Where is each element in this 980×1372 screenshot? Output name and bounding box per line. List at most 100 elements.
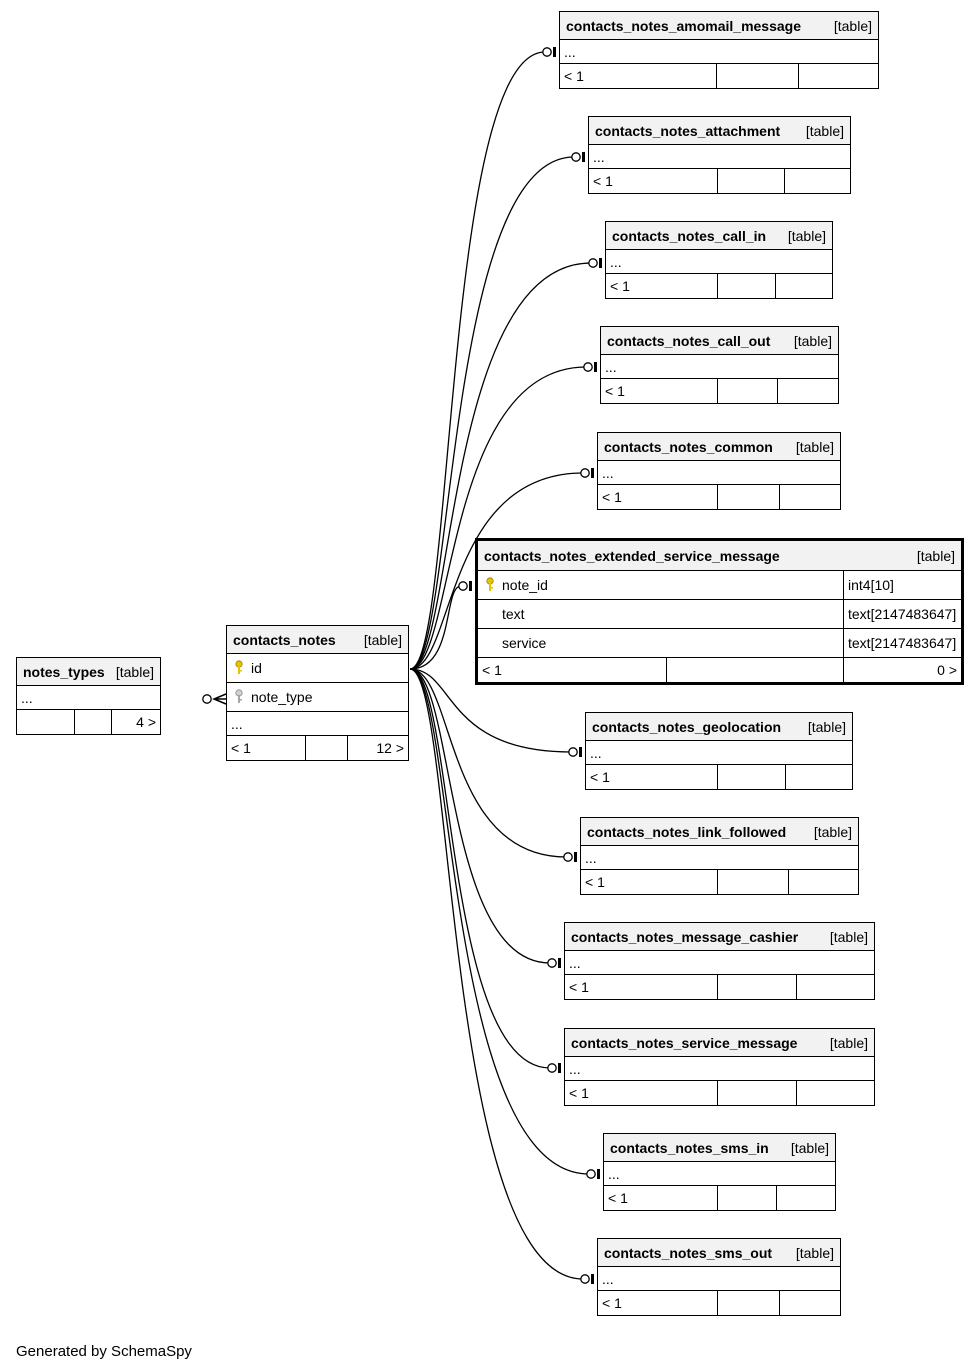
ellipsis: ... — [231, 715, 243, 732]
table-contacts-notes-sms-out[interactable]: contacts_notes_sms_out[table]...< 1 — [597, 1238, 841, 1316]
table-kind: [table] — [829, 1034, 868, 1051]
table-name: contacts_notes_service_message — [571, 1034, 798, 1051]
nav-next-cell — [777, 1186, 835, 1210]
nav-prev-link[interactable]: < 1 — [589, 169, 718, 193]
nav-next-cell — [780, 1291, 840, 1315]
one-bar-marker — [558, 958, 561, 968]
one-bar-marker — [469, 581, 472, 591]
table-kind: [table] — [833, 17, 872, 34]
columns-ellipsis-row: ... — [606, 250, 832, 274]
nav-prev-link[interactable]: < 1 — [606, 274, 718, 298]
columns-ellipsis-row: ... — [581, 846, 858, 870]
columns-ellipsis-row: ... — [604, 1162, 835, 1186]
table-kind: [table] — [916, 547, 955, 564]
table-contacts-notes-service-message[interactable]: contacts_notes_service_message [table]...… — [564, 1028, 875, 1106]
optional-circle-marker — [571, 152, 581, 162]
optional-circle-marker — [586, 1169, 596, 1179]
nav-prev-link[interactable]: < 1 — [604, 1186, 718, 1210]
one-bar-marker — [553, 47, 556, 57]
nav-prev-link[interactable]: < 1 — [581, 870, 718, 894]
column-name: note_type — [251, 689, 313, 705]
optional-circle-marker — [563, 852, 573, 862]
nav-next-link[interactable]: 12 > — [376, 740, 404, 756]
nav-prev-link[interactable]: < 1 — [227, 736, 306, 760]
table-name: contacts_notes — [233, 631, 336, 648]
table-header: contacts_notes_sms_in[table] — [604, 1134, 835, 1162]
table-contacts-notes-sms-in[interactable]: contacts_notes_sms_in[table]... < 1 — [603, 1133, 836, 1211]
nav-next-link[interactable]: 0 > — [937, 662, 957, 678]
table-contacts-notes[interactable]: contacts_notes [table] id note_type ... … — [226, 625, 409, 761]
nav-mid-cell — [718, 169, 785, 193]
columns-ellipsis-row: ... — [565, 1057, 874, 1081]
nav-prev-link[interactable]: < 1 — [601, 379, 718, 403]
table-contacts-notes-attachment[interactable]: contacts_notes_attachment [table]... < 1 — [588, 116, 851, 194]
nav-mid-cell — [718, 975, 797, 999]
table-kind: [table] — [813, 823, 852, 840]
relationship-line-service-message — [409, 668, 551, 1069]
column-type: int4[10] — [848, 577, 894, 593]
nav-mid-cell — [718, 765, 786, 789]
primary-key-icon — [233, 660, 245, 676]
nav-mid-cell — [717, 64, 799, 88]
nav-next-cell — [776, 274, 832, 298]
nav-row: < 1 — [581, 870, 858, 894]
table-kind: [table] — [363, 631, 402, 648]
nav-row: < 1 — [601, 379, 838, 403]
table-header: contacts_notes_geolocation [table] — [586, 713, 852, 741]
column-type: text[2147483647] — [848, 635, 957, 651]
nav-row: < 1 0 > — [478, 658, 961, 682]
table-header: contacts_notes_extended_service_message … — [478, 541, 961, 571]
nav-prev-link[interactable]: < 1 — [565, 975, 718, 999]
generated-by-footer: Generated by SchemaSpy — [16, 1343, 192, 1360]
table-kind: [table] — [795, 1244, 834, 1261]
table-notes-types[interactable]: notes_types [table] ... 4 > — [16, 657, 161, 735]
table-kind: [table] — [805, 122, 844, 139]
one-bar-marker — [582, 152, 585, 162]
nav-next-cell — [786, 765, 852, 789]
nav-row: < 1 — [565, 975, 874, 999]
nav-prev-link[interactable]: < 1 — [598, 485, 718, 509]
nav-prev-link[interactable]: < 1 — [565, 1081, 718, 1105]
table-name: contacts_notes_attachment — [595, 122, 781, 139]
nav-prev-link[interactable]: < 1 — [598, 1291, 718, 1315]
column-type: text[2147483647] — [848, 606, 957, 622]
table-contacts-notes-call-in[interactable]: contacts_notes_call_in[table]...< 1 — [605, 221, 833, 299]
nav-prev-link[interactable]: < 1 — [560, 64, 717, 88]
one-bar-marker — [591, 468, 594, 478]
table-contacts-notes-amomail-message[interactable]: contacts_notes_amomail_message[table]...… — [559, 11, 879, 89]
table-contacts-notes-call-out[interactable]: contacts_notes_call_out[table]... < 1 — [600, 326, 839, 404]
table-contacts-notes-extended-service-message[interactable]: contacts_notes_extended_service_message … — [475, 538, 964, 685]
optional-circle-marker — [580, 1274, 590, 1284]
columns-ellipsis-row: ... — [565, 951, 874, 975]
nav-next-link[interactable]: 4 > — [136, 714, 156, 730]
table-name: contacts_notes_geolocation — [592, 718, 782, 735]
one-bar-marker — [599, 258, 602, 268]
table-contacts-notes-common[interactable]: contacts_notes_common[table]...< 1 — [597, 432, 841, 510]
ellipsis: ... — [608, 1165, 620, 1182]
ellipsis: ... — [605, 358, 617, 375]
table-name: contacts_notes_call_out — [607, 332, 771, 349]
table-contacts-notes-link-followed[interactable]: contacts_notes_link_followed[table]...< … — [580, 817, 859, 895]
optional-circle-marker — [580, 468, 590, 478]
nav-prev-link[interactable]: < 1 — [478, 658, 667, 682]
nav-mid-cell — [306, 736, 348, 760]
nav-prev-link[interactable]: < 1 — [586, 765, 718, 789]
table-kind: [table] — [807, 718, 846, 735]
table-contacts-notes-geolocation[interactable]: contacts_notes_geolocation[table]...< 1 — [585, 712, 853, 790]
optional-circle-marker — [583, 362, 593, 372]
columns-ellipsis-row: ... — [17, 686, 160, 710]
table-name: contacts_notes_sms_in — [610, 1139, 769, 1156]
columns-ellipsis-row: ... — [227, 712, 408, 736]
table-name: contacts_notes_amomail_message — [566, 17, 801, 34]
nav-row: < 1 12 > — [227, 736, 408, 760]
ellipsis: ... — [593, 148, 605, 165]
table-header: contacts_notes_call_out[table] — [601, 327, 838, 355]
nav-row: < 1 — [598, 485, 840, 509]
table-kind: [table] — [787, 227, 826, 244]
table-contacts-notes-message-cashier[interactable]: contacts_notes_message_cashier[table]...… — [564, 922, 875, 1000]
optional-circle-marker — [588, 258, 598, 268]
nav-mid-cell — [718, 870, 789, 894]
nav-row: < 1 — [586, 765, 852, 789]
table-header: contacts_notes_amomail_message [table] — [560, 12, 878, 40]
columns-ellipsis-row: ... — [601, 355, 838, 379]
